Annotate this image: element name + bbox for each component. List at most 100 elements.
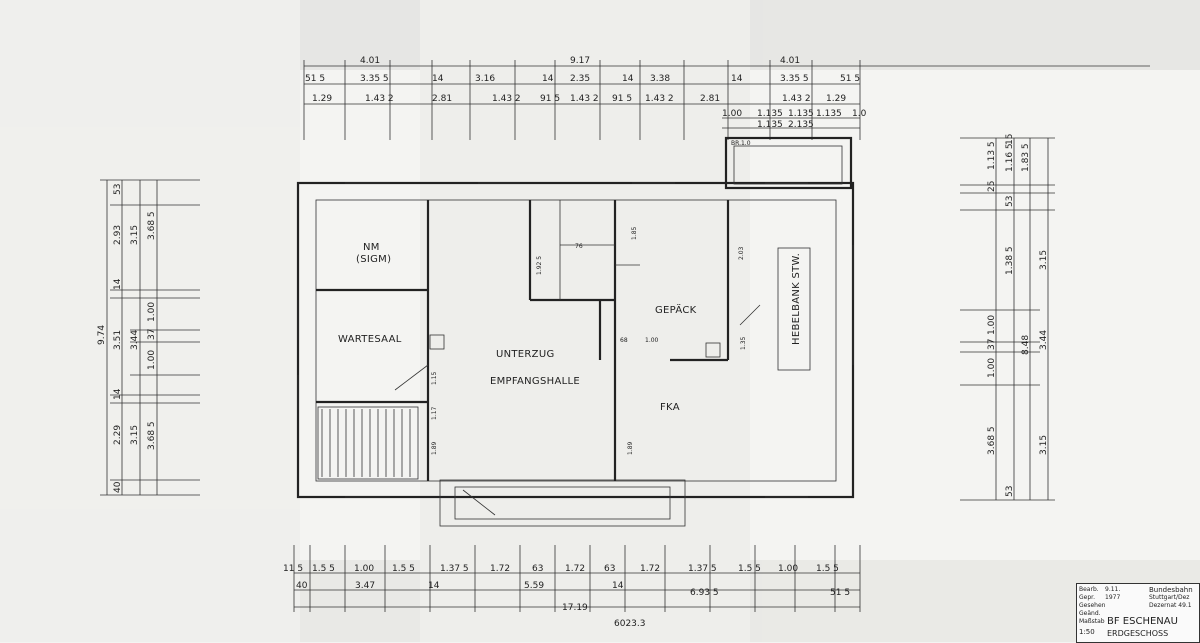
dim-top-r2: 14 <box>432 74 444 84</box>
dim-right: 15 <box>1005 134 1015 145</box>
room-fka: FKA <box>660 402 680 413</box>
dim-inner: 1.85 <box>631 226 638 240</box>
dim-bottom-r1: 1.5 5 <box>816 564 839 574</box>
room-labels: NM (SIGM) WARTESAAL UNTERZUG EMPFANGSHAL… <box>338 242 802 413</box>
dim-annex: 2.135 <box>788 120 814 130</box>
dim-top-r2: 51 5 <box>840 74 860 84</box>
dim-bottom-r1: 11 5 <box>283 564 303 574</box>
left-dimension-chain: 53 2.93 3.15 3.68 5 9.74 14 1.00 37 3.51… <box>97 179 200 496</box>
dim-top-r1-b: 9.17 <box>570 56 590 66</box>
dim-annex: 1.0 <box>852 109 867 119</box>
tb-row: Gesehen <box>1079 602 1106 609</box>
dim-bottom-r1: 1.00 <box>354 564 374 574</box>
dim-bottom-r1: 1.5 5 <box>392 564 415 574</box>
tb-row: Geänd. <box>1079 610 1101 617</box>
dim-left: 40 <box>113 481 123 493</box>
tb-row: Maßstab <box>1079 618 1105 625</box>
dim-inner: 68 <box>620 337 628 344</box>
dim-left: 14 <box>113 278 123 290</box>
tb-date: 9.11. <box>1105 586 1121 593</box>
dim-top-r3: 1.43 2 <box>645 94 674 104</box>
dim-top-r2: 14 <box>622 74 634 84</box>
tb-date: 1977 <box>1105 594 1121 601</box>
dim-top-r2: 51 5 <box>305 74 325 84</box>
dim-annex: 1.00 <box>722 109 742 119</box>
bottom-dimension-chain: 11 5 1.5 5 1.00 1.5 5 1.37 5 1.72 63 1.7… <box>283 545 861 629</box>
dim-top-r3: 1.43 2 <box>570 94 599 104</box>
dim-right: 53 <box>1005 196 1015 207</box>
dim-top-r3: 91 5 <box>540 94 560 104</box>
dim-right: 25 <box>987 181 997 192</box>
dim-bottom-r3: 17.19 <box>562 603 588 613</box>
dim-bottom-r1: 63 <box>604 564 615 574</box>
dim-top-r3: 91 5 <box>612 94 632 104</box>
right-dimension-chain: 1.13 5 1.16 5 1.83 5 15 25 53 1.38 5 1.0… <box>960 134 1055 501</box>
dim-right: 1.00 <box>987 315 997 335</box>
dim-top-r3: 2.81 <box>700 94 720 104</box>
dim-right: 3.15 <box>1039 435 1049 455</box>
dim-inner: 76 <box>575 243 583 250</box>
dim-right: 53 <box>1005 486 1015 497</box>
dim-top-r1-a: 4.01 <box>360 56 380 66</box>
dim-top-r3: 1.43 2 <box>365 94 394 104</box>
dim-top-r2: 3.35 5 <box>780 74 809 84</box>
tb-dezernat: Dezernat 49.1 <box>1149 602 1192 609</box>
dim-bottom-r1: 1.5 5 <box>738 564 761 574</box>
label-hebelbank: HEBELBANK STW. <box>791 253 802 345</box>
dim-bottom-r2: 3.47 <box>355 581 375 591</box>
dim-inner: 2.03 <box>738 246 745 260</box>
tb-row: Bearb. <box>1079 586 1099 593</box>
dim-left: 2.29 <box>113 425 123 445</box>
tb-org-sub: Stuttgart/Dez <box>1149 594 1190 601</box>
dim-left: 3.51 <box>113 330 123 350</box>
top-dimension-chain: 4.01 9.17 4.01 51 5 3.35 5 14 3.16 14 2.… <box>303 56 1150 140</box>
title-block: Bearb. Gepr. Gesehen Geänd. Maßstab 1:50… <box>1076 583 1200 643</box>
dim-annex: 1.135 <box>816 109 842 119</box>
dim-bottom-r1: 1.72 <box>565 564 585 574</box>
dim-top-r2: 14 <box>731 74 743 84</box>
dim-left: 1.00 <box>147 302 157 322</box>
dim-left: 3.68 5 <box>147 211 157 240</box>
dim-bottom-r1: 1.37 5 <box>440 564 469 574</box>
dim-bottom-r2: 14 <box>612 581 624 591</box>
dim-right: 1.38 5 <box>1005 246 1015 275</box>
dim-left: 9.74 <box>97 325 107 345</box>
dim-annex: 1.135 <box>788 109 814 119</box>
room-nm: NM <box>363 242 380 253</box>
dim-left: 53 <box>113 184 123 195</box>
dim-left: 37 <box>147 329 157 340</box>
dim-right: 1.00 <box>987 358 997 378</box>
tb-org: Bundesbahn <box>1149 586 1193 594</box>
dim-inner: 1.89 <box>431 441 438 455</box>
dim-bottom-r1: 1.5 5 <box>312 564 335 574</box>
dim-left: 3.15 <box>130 425 140 445</box>
tb-row: Gepr. <box>1079 594 1095 601</box>
inner-dimensions: 76 2.03 1.85 1.92 5 68 1.00 BR.1.0 1.35 … <box>431 140 751 455</box>
dim-inner: 1.89 <box>627 441 634 455</box>
dim-bottom-r2: 6.93 5 <box>690 588 719 598</box>
dim-top-r1-c: 4.01 <box>780 56 800 66</box>
dim-annex: 1.135 <box>757 109 783 119</box>
tb-floor: ERDGESCHOSS <box>1107 629 1169 638</box>
dim-bottom-r1: 1.72 <box>640 564 660 574</box>
dim-top-r2: 3.35 5 <box>360 74 389 84</box>
dim-top-r3: 1.29 <box>312 94 332 104</box>
dim-left: 3.68 5 <box>147 421 157 450</box>
dim-bottom-r1: 63 <box>532 564 543 574</box>
dim-bottom-r2: 14 <box>428 581 440 591</box>
tb-station: BF ESCHENAU <box>1107 616 1178 627</box>
dim-inner: 1.92 5 <box>536 256 543 275</box>
dim-right: 3.68 5 <box>987 426 997 455</box>
dim-bottom-r2: 5.59 <box>524 581 544 591</box>
dim-left: 3.15 <box>130 225 140 245</box>
dim-inner: 1.17 <box>431 406 438 420</box>
label-unterzug: UNTERZUG <box>496 349 555 360</box>
dim-inner: 1.35 <box>740 336 747 350</box>
dim-bottom-r2: 51 5 <box>830 588 850 598</box>
dim-inner: 1.15 <box>431 371 438 385</box>
dim-right: 3.15 <box>1039 250 1049 270</box>
dim-right: 37 <box>987 339 997 350</box>
dim-right: 1.83 5 <box>1021 143 1031 172</box>
dim-right: 3.44 <box>1039 330 1049 350</box>
